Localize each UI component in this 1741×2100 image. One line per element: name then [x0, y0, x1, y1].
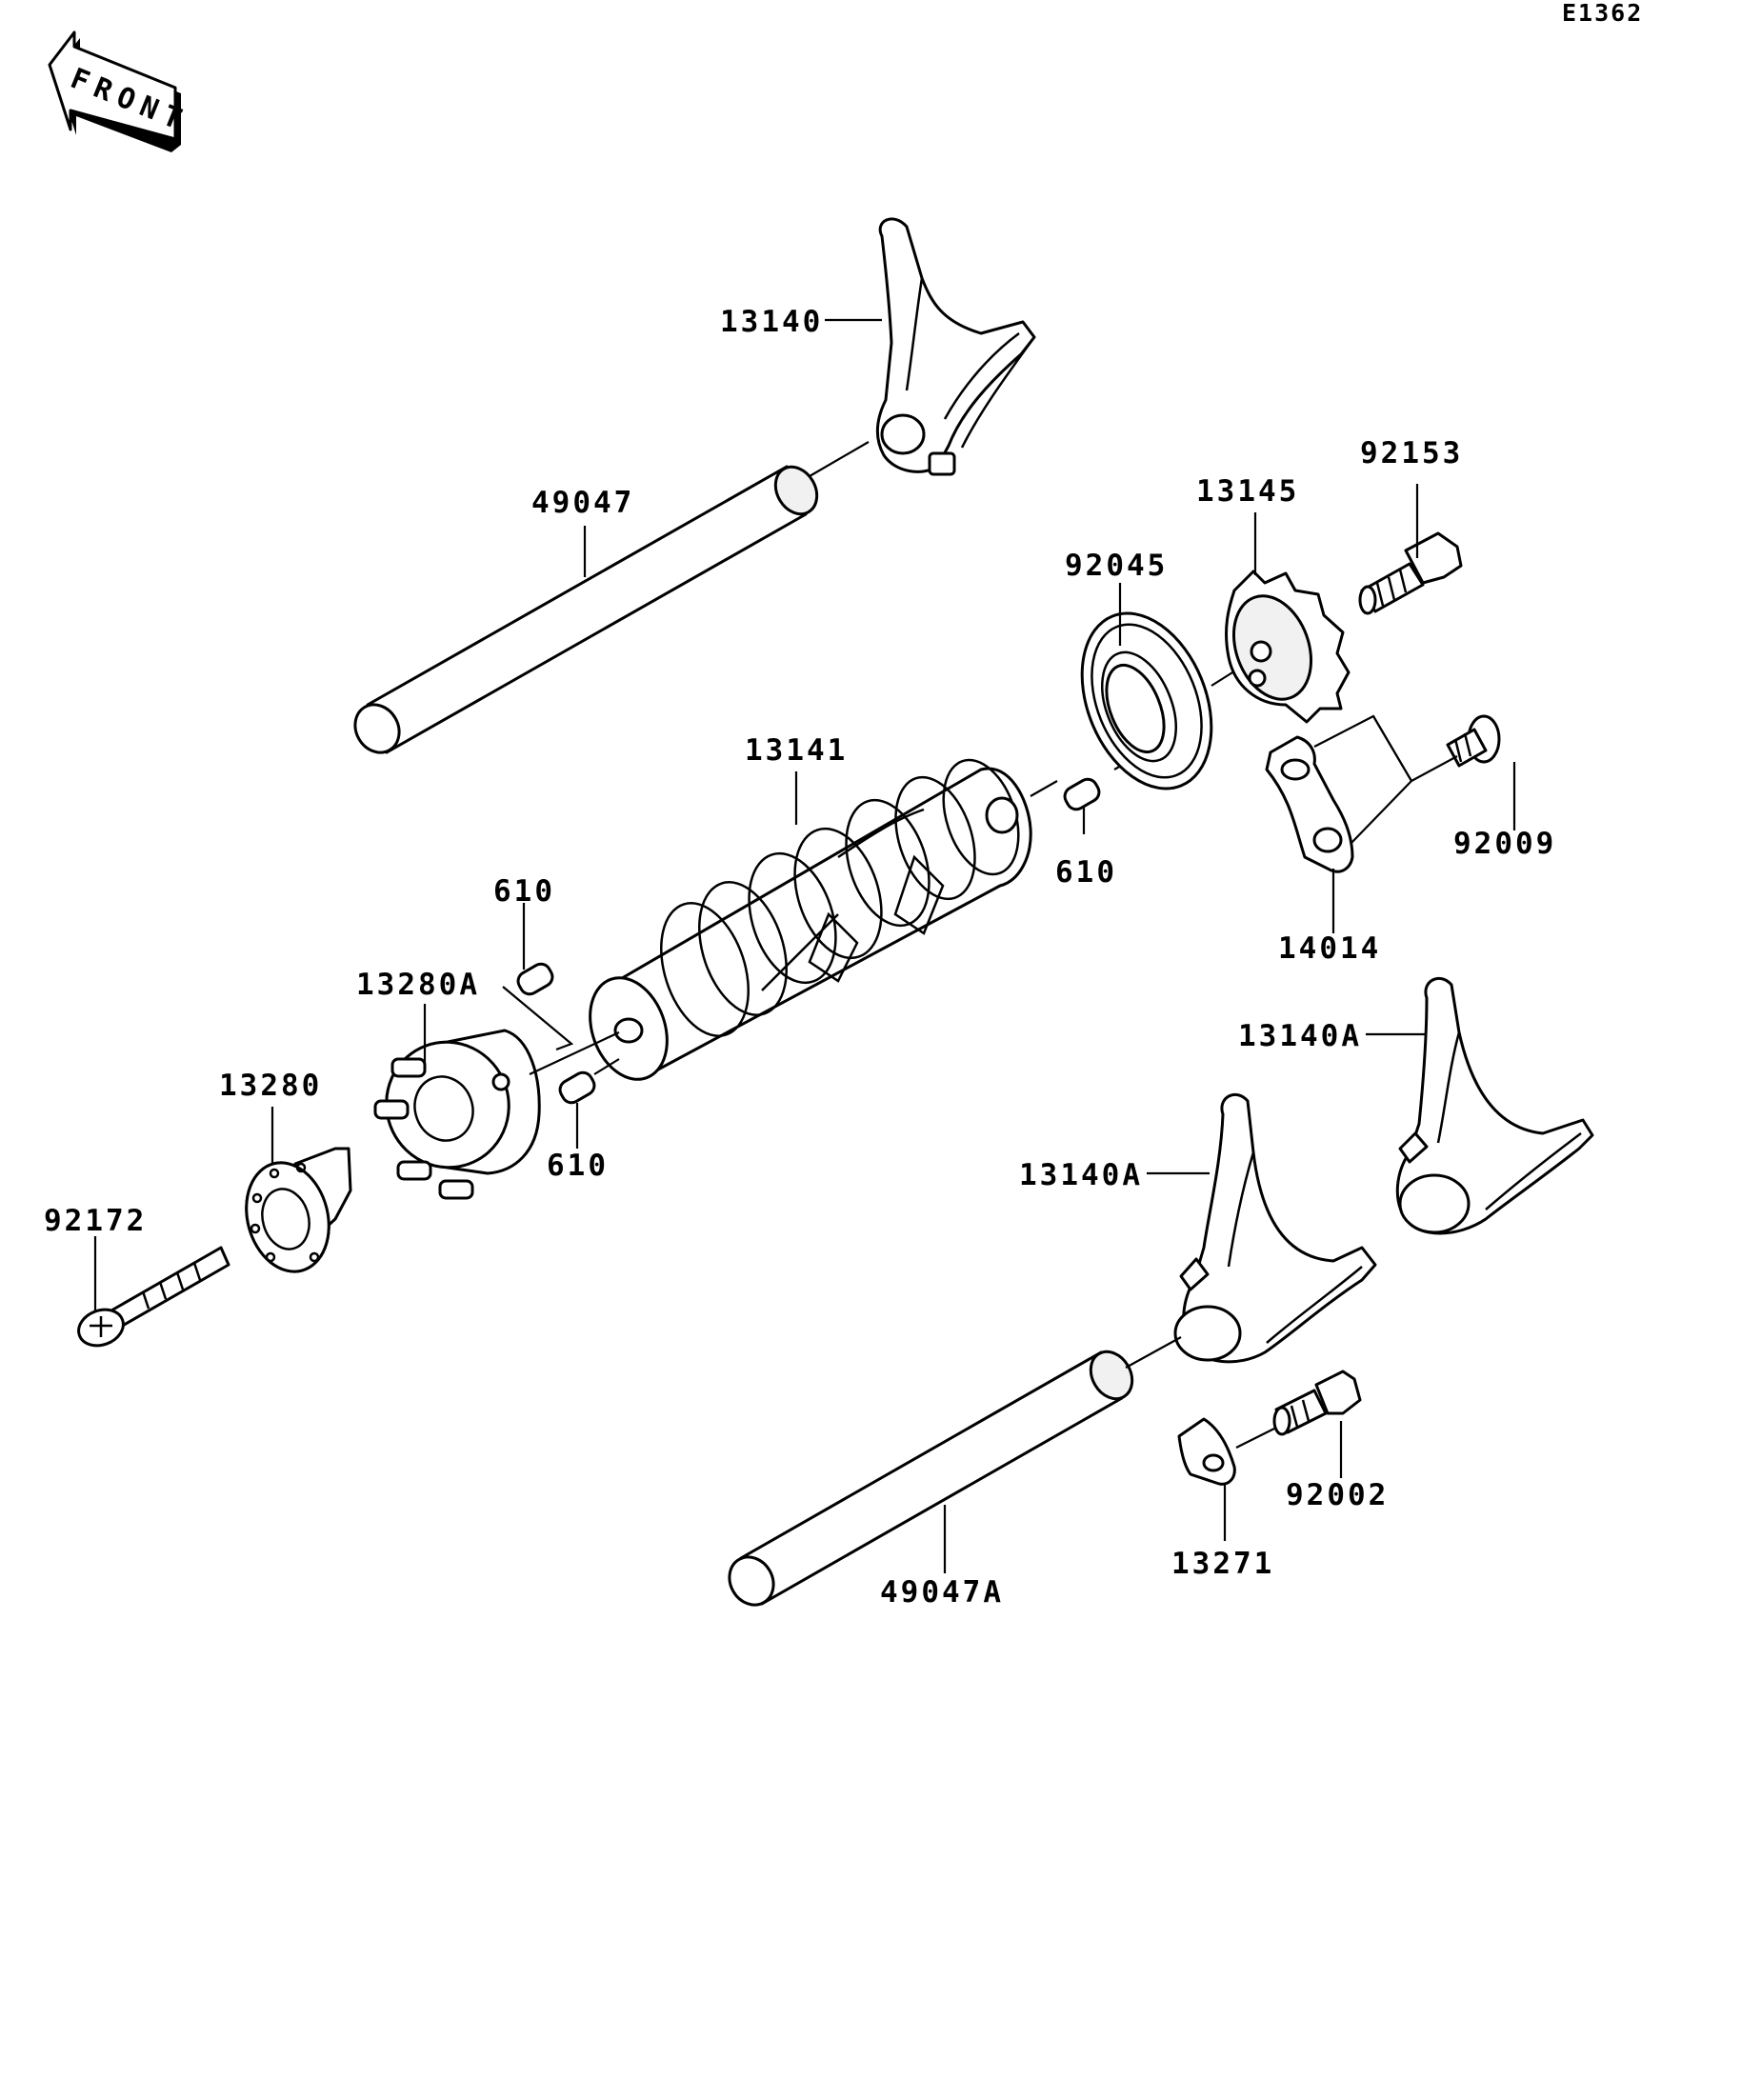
plate-13271	[1177, 1417, 1236, 1486]
label-13145: 13145	[1196, 474, 1299, 509]
label-610-bottom: 610	[547, 1149, 609, 1183]
label-92009: 92009	[1453, 827, 1556, 861]
cam-13145	[1225, 570, 1351, 724]
bearing-92045	[1080, 611, 1213, 790]
label-92153: 92153	[1360, 436, 1463, 470]
shift-drum-13141	[589, 758, 1032, 1081]
pin-610-bottom	[558, 1070, 596, 1105]
label-92172: 92172	[44, 1204, 147, 1238]
label-49047A: 49047A	[880, 1575, 1004, 1610]
shift-fork-13140A-lower	[1173, 1093, 1377, 1364]
label-13141: 13141	[745, 733, 848, 768]
pin-610-top	[516, 962, 554, 996]
label-13140: 13140	[720, 305, 823, 339]
label-13140A-upper: 13140A	[1238, 1019, 1362, 1053]
bolt-92153	[1358, 531, 1463, 615]
label-13280: 13280	[219, 1069, 322, 1103]
screw-92172	[77, 1246, 230, 1348]
label-610-top: 610	[493, 874, 555, 909]
label-610-right: 610	[1055, 855, 1117, 890]
label-13280A: 13280A	[356, 968, 480, 1002]
label-49047: 49047	[531, 486, 634, 520]
diagram-code: E1362	[1562, 0, 1643, 27]
pin-610-right	[1063, 777, 1101, 811]
label-92045: 92045	[1065, 549, 1168, 583]
shift-rod-49047A	[728, 1350, 1134, 1607]
stopper-plate-14014	[1265, 735, 1354, 873]
label-13271: 13271	[1171, 1547, 1274, 1581]
front-arrow-icon: FRONT	[48, 30, 193, 152]
shift-fork-13140A-upper	[1395, 977, 1594, 1235]
label-13140A-lower: 13140A	[1019, 1158, 1143, 1192]
label-92002: 92002	[1286, 1478, 1389, 1512]
screw-92009	[1446, 714, 1501, 768]
bolt-92002	[1272, 1370, 1362, 1436]
pin-holder-13280	[245, 1147, 352, 1273]
holder-13280A	[373, 1029, 541, 1200]
shift-fork-13140	[876, 217, 1036, 476]
shift-rod-49047	[353, 465, 819, 754]
label-14014: 14014	[1278, 931, 1381, 966]
